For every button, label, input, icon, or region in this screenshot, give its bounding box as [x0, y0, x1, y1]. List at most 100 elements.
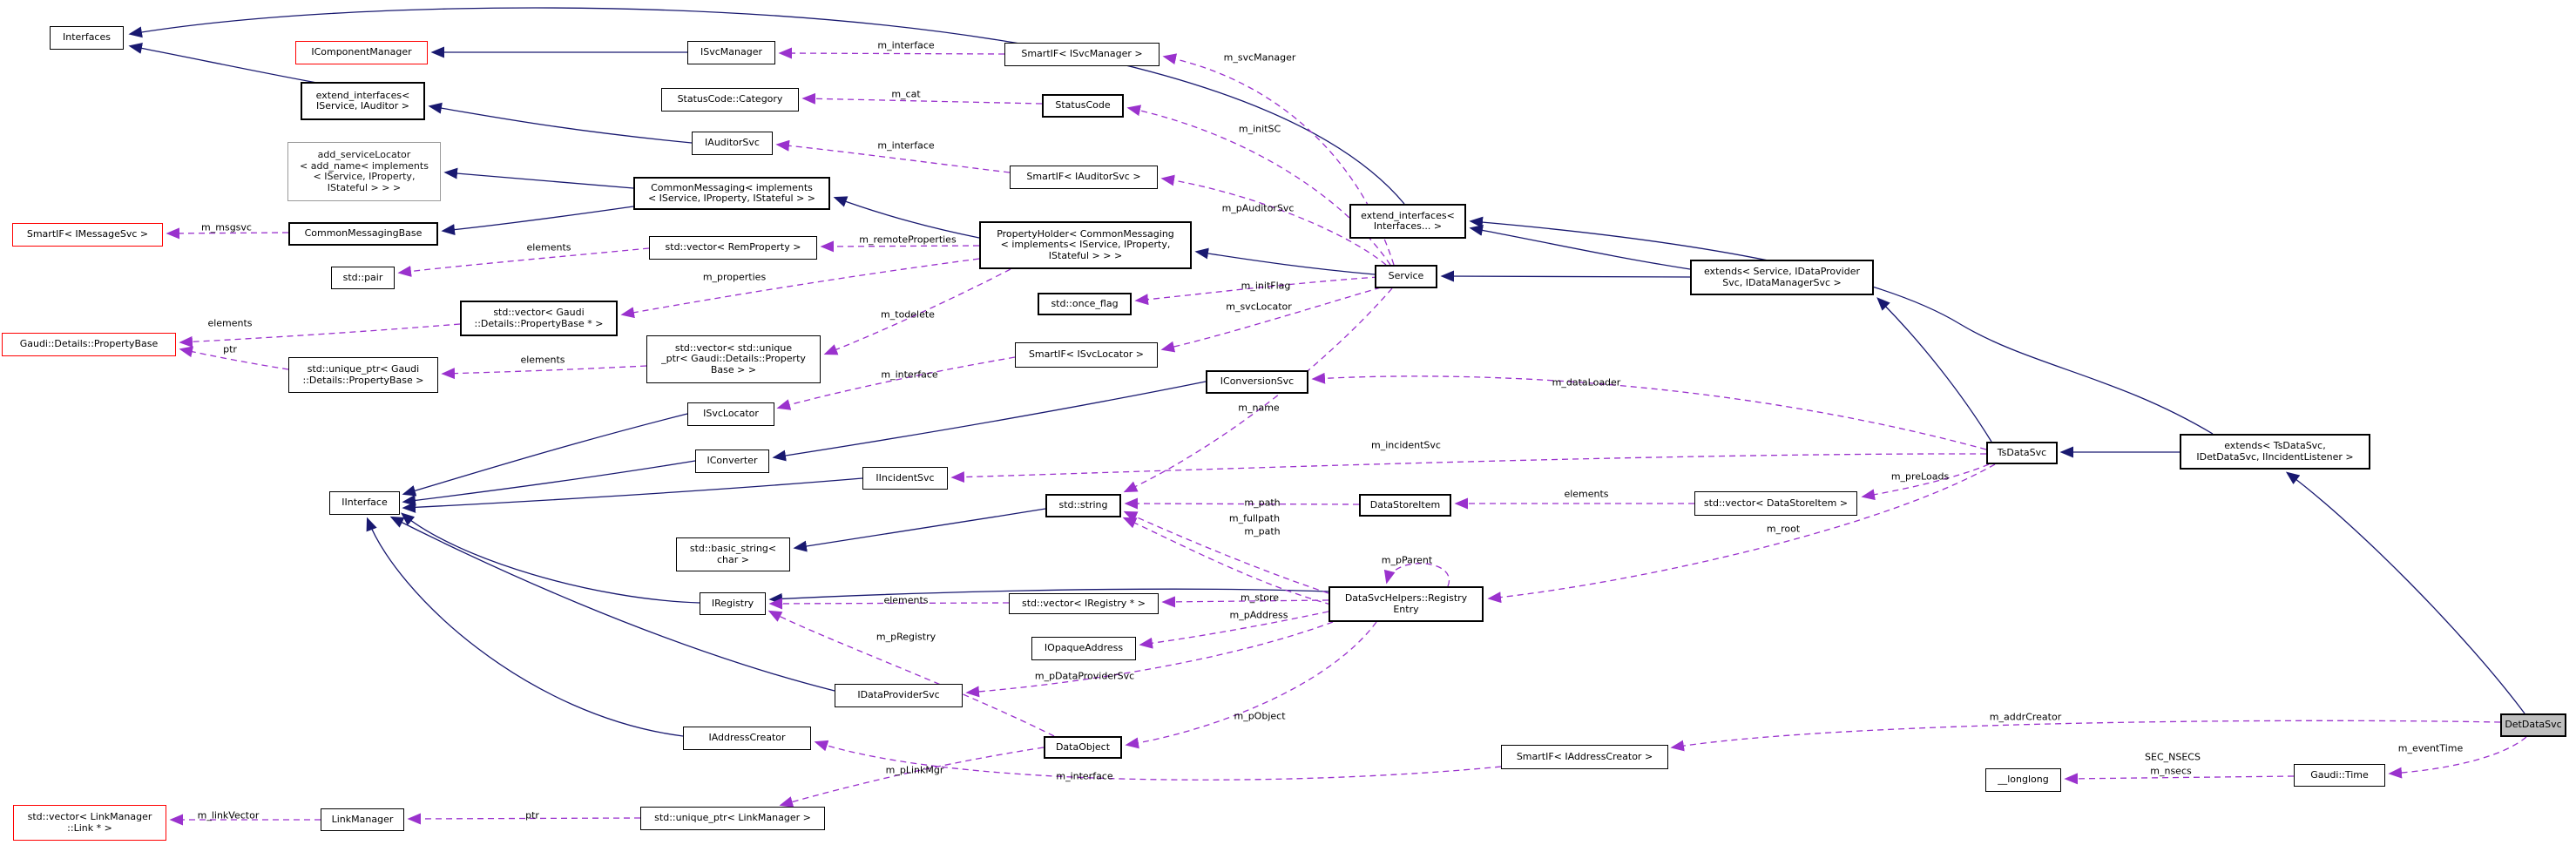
node-registryentry[interactable]: DataSvcHelpers::Registry Entry	[1329, 586, 1484, 622]
node-datastoreitem[interactable]: DataStoreItem	[1359, 494, 1451, 517]
node-icomponentmanager[interactable]: IComponentManager	[295, 41, 428, 64]
edge-label-ptr-1: ptr	[223, 343, 237, 355]
edge-extendinterfacesdots-to-interfaces	[128, 7, 1405, 205]
edge-label-m-root: m_root	[1766, 523, 1801, 535]
node-std-pair[interactable]: std::pair	[331, 267, 395, 289]
edge-iconverter-to-iinterface	[402, 460, 696, 506]
edge-label-m-nsecs: m_nsecs	[2150, 765, 2192, 777]
node-extends-tsdatasvc[interactable]: extends< TsDataSvc, IDetDataSvc, IIncide…	[2180, 434, 2370, 470]
edge-statuscode-to-statuscodecategory	[801, 92, 1043, 105]
node-extend-interfaces-interfaces[interactable]: extend_interfaces< Interfaces... >	[1349, 204, 1466, 239]
edge-vectorpropertybase-to-propertybase	[179, 323, 461, 348]
node-iregistry[interactable]: IRegistry	[700, 592, 766, 615]
node-iauditorsvc[interactable]: IAuditorSvc	[692, 132, 773, 155]
edge-iaddresscreator-to-iinterface	[366, 517, 684, 737]
edge-extendststdatasvc-to-extendinterfacesdots	[1469, 216, 2214, 435]
node-gaudi-time[interactable]: Gaudi::Time	[2294, 764, 2385, 787]
edge-commonmessaging-to-addservicelocator	[443, 167, 634, 189]
node-vector-linkmanager-link[interactable]: std::vector< LinkManager ::Link * >	[13, 805, 166, 841]
node-vector-unique-ptr-propertybase[interactable]: std::vector< std::unique _ptr< Gaudi::De…	[646, 335, 821, 383]
node-smartif-iaddresscreator[interactable]: SmartIF< IAddressCreator >	[1501, 745, 1668, 769]
edge-vectoriregistry-to-iregistry	[768, 598, 1010, 610]
node-unique-ptr-propertybase[interactable]: std::unique_ptr< Gaudi ::Details::Proper…	[288, 357, 438, 393]
node-smartif-isvclocator[interactable]: SmartIF< ISvcLocator >	[1015, 342, 1158, 368]
edge-label-m-eventtime: m_eventTime	[2397, 742, 2464, 754]
node-isvcmanager[interactable]: ISvcManager	[687, 41, 775, 64]
node-vector-propertybase-ptr[interactable]: std::vector< Gaudi ::Details::PropertyBa…	[460, 301, 618, 336]
edge-commonmessaging-to-commonmessagingbase	[441, 206, 634, 236]
edge-extendsservice-to-service	[1440, 270, 1691, 282]
edge-tsdatasvc-to-iincidentsvc	[950, 453, 1987, 483]
edge-label-m-plinkmgr: m_pLinkMgr	[885, 764, 944, 776]
node-vector-iregistry[interactable]: std::vector< IRegistry * >	[1009, 593, 1159, 614]
node-iopaqueaddress[interactable]: IOpaqueAddress	[1031, 637, 1136, 660]
node-detdatasvc[interactable]: DetDataSvc	[2500, 713, 2566, 737]
edge-label-m-addrcreator: m_addrCreator	[1989, 711, 2062, 723]
node-basic-string[interactable]: std::basic_string< char >	[676, 537, 790, 571]
node-longlong[interactable]: __longlong	[1985, 768, 2061, 792]
node-extends-service[interactable]: extends< Service, IDataProvider Svc, IDa…	[1690, 260, 1874, 295]
edge-service-to-stdstring	[1123, 287, 1393, 493]
edge-registryentry-to-iregistry	[768, 588, 1329, 605]
edge-label-m-pparent: m_pParent	[1381, 554, 1433, 566]
node-statuscode-category[interactable]: StatusCode::Category	[661, 88, 799, 112]
edge-label-m-msgsvc: m_msgsvc	[201, 221, 252, 233]
edge-smartifisvclocator-to-isvclocator	[776, 356, 1016, 410]
edge-propertyholder-to-commonmessaging	[833, 196, 980, 239]
edge-label-m-pregistry: m_pRegistry	[876, 631, 936, 643]
edge-label-m-properties: m_properties	[702, 271, 767, 283]
edge-label-m-interface-1: m_interface	[877, 39, 935, 51]
node-extend-interfaces-iservice-iauditor[interactable]: extend_interfaces< IService, IAuditor >	[301, 82, 425, 120]
edge-label-m-remoteproperties: m_remoteProperties	[859, 233, 957, 246]
node-commonmessaging[interactable]: CommonMessaging< implements < IService, …	[633, 177, 830, 210]
edge-detdatasvc-to-extendststdatasvc	[2285, 471, 2525, 714]
edge-tsdatasvc-to-vectordatastoreitem	[1861, 463, 1990, 501]
edge-vectorremproperty-to-stdpair	[397, 247, 650, 277]
node-propertyholder[interactable]: PropertyHolder< CommonMessaging < implem…	[979, 221, 1192, 269]
node-iconverter[interactable]: IConverter	[695, 450, 769, 473]
node-isvclocator[interactable]: ISvcLocator	[687, 402, 774, 426]
node-iinterface[interactable]: IInterface	[329, 491, 400, 515]
node-iincidentsvc[interactable]: IIncidentSvc	[862, 467, 948, 490]
edge-registryentry-selfloop-pparent	[1383, 563, 1450, 587]
edge-label-m-pobject: m_pObject	[1234, 710, 1286, 722]
node-dataobject[interactable]: DataObject	[1044, 736, 1122, 759]
node-vector-datastoreitem[interactable]: std::vector< DataStoreItem >	[1694, 491, 1857, 516]
node-service[interactable]: Service	[1375, 265, 1437, 288]
node-std-string[interactable]: std::string	[1045, 494, 1121, 517]
edge-iincidentsvc-to-iinterface	[402, 477, 863, 513]
node-gaudi-details-propertybase[interactable]: Gaudi::Details::PropertyBase	[2, 333, 176, 356]
node-smartif-iauditorsvc[interactable]: SmartIF< IAuditorSvc >	[1010, 166, 1158, 189]
node-tsdatasvc[interactable]: TsDataSvc	[1986, 442, 2058, 464]
node-std-once-flag[interactable]: std::once_flag	[1038, 293, 1132, 315]
node-vector-remproperty[interactable]: std::vector< RemProperty >	[649, 236, 817, 260]
node-smartif-imessagesvc[interactable]: SmartIF< IMessageSvc >	[12, 223, 163, 247]
node-unique-ptr-linkmanager[interactable]: std::unique_ptr< LinkManager >	[640, 807, 825, 830]
node-commonmessagingbase[interactable]: CommonMessagingBase	[288, 222, 438, 246]
edge-registryentry-to-stdstring-fullpath	[1123, 510, 1329, 594]
edge-smartifisvcmanager-to-isvcmanager	[778, 47, 1005, 59]
node-linkmanager[interactable]: LinkManager	[321, 808, 404, 831]
edge-propertyholder-to-vectorremproperty	[820, 240, 980, 253]
edge-label-m-dataloader: m_dataLoader	[1552, 376, 1621, 389]
node-add-servicelocator[interactable]: add_serviceLocator < add_name< implement…	[287, 142, 441, 201]
edge-label-elements-5: elements	[883, 594, 929, 606]
edge-registryentry-to-vectoriregistry	[1161, 596, 1329, 608]
edge-registryentry-to-idataprovidersvc	[965, 621, 1334, 698]
edge-uniqueptrpropertybase-to-propertybase	[179, 346, 289, 370]
node-statuscode[interactable]: StatusCode	[1042, 94, 1124, 118]
edge-detdatasvc-to-gauditime	[2388, 736, 2527, 779]
edge-label-elements-2: elements	[207, 317, 253, 329]
edge-tsdatasvc-to-extendsservice	[1876, 297, 1992, 443]
node-interfaces[interactable]: Interfaces	[50, 26, 124, 50]
edge-label-m-linkvector: m_linkVector	[197, 809, 260, 821]
node-iconversionsvc[interactable]: IConversionSvc	[1206, 370, 1308, 394]
edge-label-m-pauditorsvc: m_pAuditorSvc	[1221, 202, 1295, 214]
node-smartif-isvcmanager[interactable]: SmartIF< ISvcManager >	[1004, 43, 1160, 66]
edge-label-elements-4: elements	[1564, 488, 1609, 500]
edge-registryentry-to-iopaqueaddress	[1139, 611, 1329, 649]
node-iaddresscreator[interactable]: IAddressCreator	[683, 727, 811, 750]
node-idataprovidersvc[interactable]: IDataProviderSvc	[835, 684, 963, 707]
